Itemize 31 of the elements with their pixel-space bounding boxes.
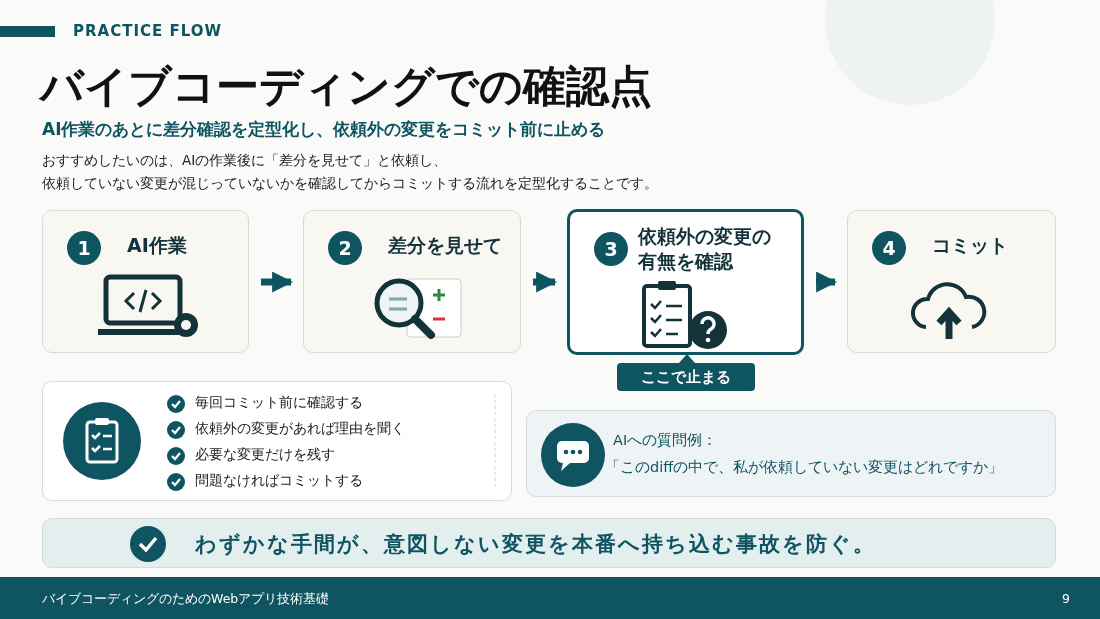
body-text: 依頼していない変更が混じっていないかを確認してからコミットする流れを定型化することです。 [42, 175, 658, 193]
step-title: 依頼外の変更の有無を確認 [638, 224, 772, 274]
question-heading: AIへの質問例： [613, 431, 718, 450]
footer-text: バイブコーディングのためのWebアプリ技術基礎 [42, 591, 330, 608]
checklist-item: 毎回コミット前に確認する [195, 394, 363, 412]
checklist-item: 必要な変更だけを残す [195, 446, 335, 464]
step-title: 差分を見せて [388, 233, 502, 258]
arrow [533, 271, 558, 293]
arrow [816, 271, 838, 293]
question-card [526, 410, 1056, 497]
step-number: 2 [328, 231, 362, 265]
key-message: わずかな手間が、意図しない変更を本番へ持ち込む事故を防ぐ。 [195, 531, 876, 558]
question-example: 「このdiffの中で、私が依頼していない変更はどれですか」 [605, 458, 1004, 477]
checklist-card [42, 381, 512, 501]
message-banner [42, 518, 1056, 568]
section-label: PRACTICE FLOW [73, 22, 223, 40]
checklist-item: 依頼外の変更があれば理由を聞く [195, 420, 405, 438]
subtitle: AI作業のあとに差分確認を定型化し、依頼外の変更をコミット前に止める [42, 118, 606, 141]
checklist-item: 問題なければコミットする [195, 472, 363, 490]
body-text: おすすめしたいのは、AIの作業後に「差分を見せて」と依頼し、 [42, 152, 448, 170]
step-card [42, 210, 249, 353]
title: バイブコーディングでの確認点 [40, 60, 652, 113]
step-title: AI作業 [127, 233, 187, 258]
step-number: 3 [594, 232, 628, 266]
step-number: 1 [67, 231, 101, 265]
step-card [303, 210, 521, 353]
step-card [847, 210, 1056, 353]
step-number: 4 [872, 231, 906, 265]
step-title: コミット [932, 233, 1008, 258]
step-card [567, 209, 804, 355]
page-number: 9 [1062, 591, 1070, 606]
